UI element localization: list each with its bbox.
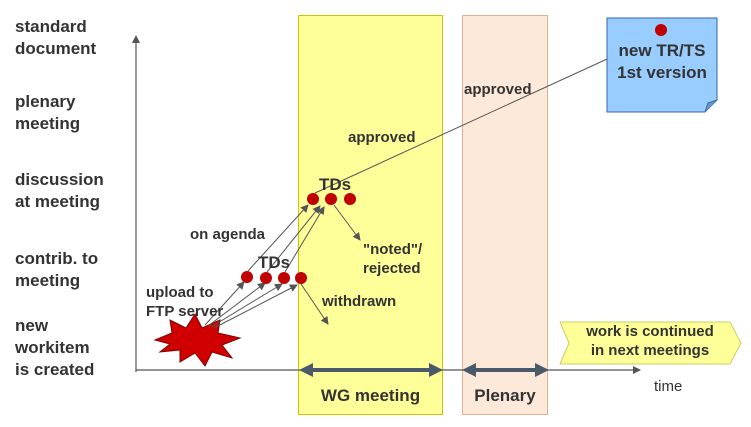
td-dot-lower-3 — [278, 272, 290, 284]
upload-arrow-1 — [204, 281, 245, 326]
upload-arrow-4 — [213, 284, 298, 329]
plenary-band — [462, 15, 548, 415]
document-label: new TR/TS 1st version — [617, 41, 707, 82]
tds-lower-label: TDs — [258, 253, 291, 272]
tds-upper-label: TDs — [319, 175, 352, 194]
row-plenary-meeting: plenary meeting — [15, 92, 81, 133]
row-new-workitem: new workitem is created — [15, 316, 95, 379]
upload-arrow-2 — [207, 282, 266, 327]
agenda-arrow-2 — [266, 205, 321, 273]
td-dot-lower-4 — [295, 272, 307, 284]
noted-rejected-label: "noted"/ rejected — [363, 241, 423, 277]
upload-arrow-3 — [210, 283, 283, 328]
td-dot-upper-2 — [325, 193, 337, 205]
noted-arrow — [333, 204, 361, 241]
td-dot-lower-1 — [241, 271, 253, 283]
approved-line — [314, 53, 619, 194]
wid-label: WID — [180, 335, 212, 352]
row-standard-document: standard document — [15, 17, 97, 58]
plenary-label: Plenary — [474, 386, 536, 405]
time-axis-label: time — [654, 378, 683, 395]
work-continued-label: work is continued in next meetings — [586, 323, 714, 359]
agenda-arrow-1 — [247, 204, 309, 272]
wg-meeting-label: WG meeting — [320, 386, 421, 405]
td-dot-lower-2 — [260, 272, 272, 284]
approved-wg-label: approved — [348, 129, 416, 146]
row-discussion-at-meeting: discussion at meeting — [15, 170, 104, 211]
on-agenda-label: on agenda — [190, 226, 266, 243]
upload-label: upload to FTP server — [146, 284, 224, 320]
row-contrib-to-meeting: contrib. to meeting — [15, 249, 99, 290]
td-dot-upper-1 — [307, 193, 319, 205]
approved-plenary-label: approved — [464, 81, 532, 98]
wid-burst-shape — [153, 312, 242, 367]
agenda-arrow-3 — [284, 206, 325, 273]
continued-banner-shape — [559, 321, 742, 365]
withdrawn-label: withdrawn — [322, 293, 397, 310]
withdrawn-arrow — [300, 283, 329, 325]
td-dot-upper-3 — [344, 193, 356, 205]
document-dot — [655, 24, 667, 36]
